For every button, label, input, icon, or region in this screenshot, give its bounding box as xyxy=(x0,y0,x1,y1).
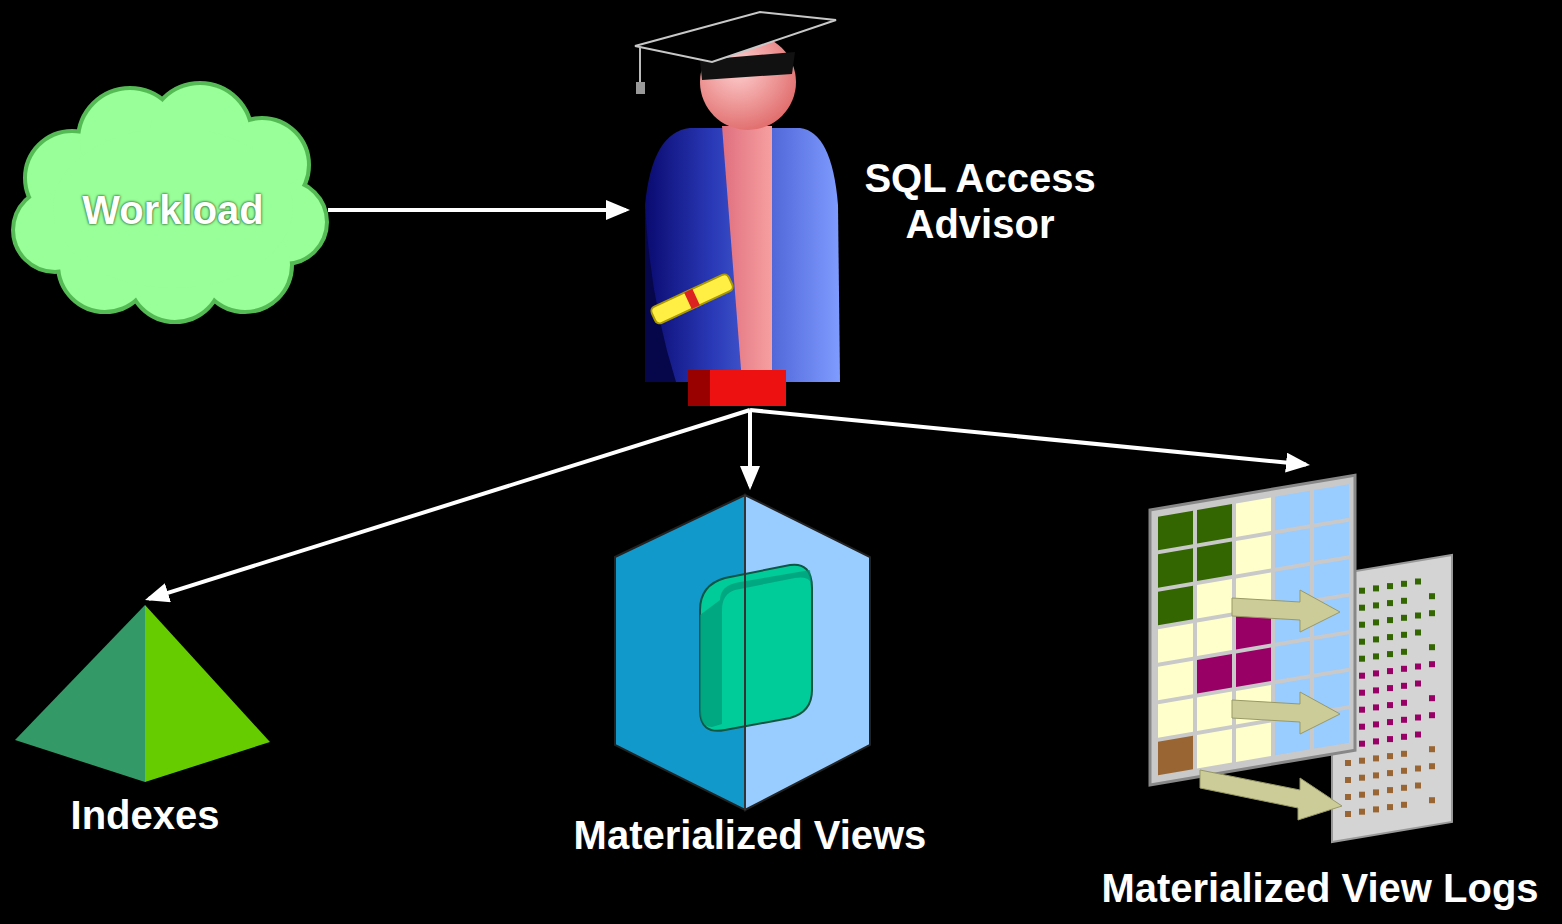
index-node: Indexes xyxy=(10,600,280,850)
materialized-view-cube xyxy=(615,495,870,810)
node-label: Materialized Views xyxy=(520,812,980,858)
advisor-figure xyxy=(635,12,840,406)
index-pyramid xyxy=(15,605,270,782)
flow-arrow xyxy=(149,410,750,599)
node-label: Indexes xyxy=(10,792,280,838)
view-log-node: Materialized View Logs xyxy=(1082,465,1558,917)
node-label: SQL Access Advisor xyxy=(835,155,1125,247)
materialized-view-node: Materialized Views xyxy=(520,490,980,865)
flow-arrow xyxy=(750,410,1306,465)
flow-arrow xyxy=(748,410,752,486)
workload-cloud-node: Workload xyxy=(18,130,328,290)
view-log-icon xyxy=(1150,475,1452,842)
flow-arrow xyxy=(328,208,626,212)
node-label: Materialized View Logs xyxy=(1082,865,1558,911)
advisor-node: SQL Access Advisor xyxy=(630,10,1130,410)
node-label: Workload xyxy=(18,187,328,233)
